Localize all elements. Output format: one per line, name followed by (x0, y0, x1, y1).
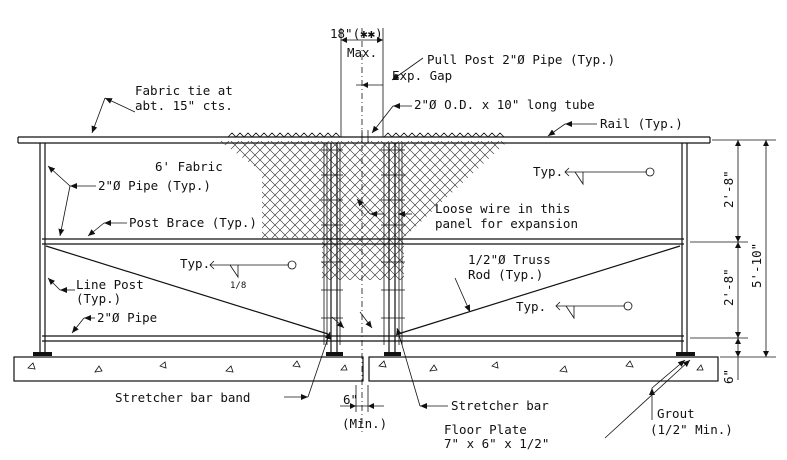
label-six-in: 6" (343, 392, 358, 407)
label-post-brace: Post Brace (Typ.) (129, 215, 257, 230)
weld-symbol-mid-left (209, 260, 297, 279)
label-typ-top-right: Typ. (533, 164, 563, 179)
label-fabric-tie-1: Fabric tie at (135, 83, 233, 98)
line-post-right (681, 143, 688, 352)
stretcher-bar-bands (321, 149, 405, 319)
pull-post-right (383, 143, 403, 352)
dim-mid-2ft8: 2'-8" (721, 268, 736, 306)
label-floor-plate-2: 7" x 6" x 1/2" (444, 436, 549, 451)
leader-lines (47, 57, 691, 439)
dim-bottom-6in: 6" (721, 369, 736, 384)
line-post-left (39, 143, 46, 352)
concrete-slab-right (368, 356, 719, 382)
label-typ-bottom-right: Typ. (516, 299, 546, 314)
label-max: Max. (347, 45, 377, 60)
dim-top-2ft8: 2'-8" (721, 170, 736, 208)
concrete-slab-left (13, 356, 364, 382)
label-stretcher-bar: Stretcher bar (451, 398, 549, 413)
label-exp-gap: Exp. Gap (392, 68, 452, 83)
label-floor-plate-1: Floor Plate (444, 422, 527, 437)
label-rail: Rail (Typ.) (600, 116, 683, 131)
label-truss-rod-2: Rod (Typ.) (468, 267, 543, 282)
pull-post-left (323, 143, 341, 352)
label-pipe-typ: 2"Ø Pipe (Typ.) (98, 178, 211, 193)
top-rail (17, 130, 711, 144)
weld-symbol-top-right (564, 167, 655, 186)
floor-plates (33, 352, 695, 356)
fabric-barbs (227, 132, 505, 138)
dim-total-5ft10: 5'-10" (749, 243, 764, 288)
bottom-rail (42, 335, 684, 342)
label-fabric: 6' Fabric (155, 159, 223, 174)
label-max-width: 18"(✱✱) (330, 26, 383, 41)
label-grout-2: (1/2" Min.) (650, 422, 733, 437)
truss-rod-left (45, 245, 329, 335)
chain-link-fabric-right (384, 141, 508, 280)
label-typ-mid-left: Typ. (180, 256, 210, 271)
label-pipe: 2"Ø Pipe (97, 310, 157, 325)
truss-rod-right (397, 245, 681, 335)
label-stretcher-bar-band: Stretcher bar band (115, 390, 250, 405)
label-pull-post: Pull Post 2"Ø Pipe (Typ.) (427, 52, 615, 67)
post-brace-rail (42, 238, 684, 245)
label-grout-1: Grout (657, 406, 695, 421)
label-truss-rod-1: 1/2"Ø Truss (468, 252, 551, 267)
label-line-post-1: Line Post (76, 277, 144, 292)
weld-symbol-bottom-right (555, 301, 633, 320)
label-loose-wire-2: panel for expansion (435, 216, 578, 231)
label-weld-fraction: 1/8 (230, 281, 246, 291)
label-fabric-tie-2: abt. 15" cts. (135, 98, 233, 113)
label-line-post-2: (Typ.) (76, 291, 121, 306)
label-loose-wire-1: Loose wire in this (435, 201, 570, 216)
label-tube: 2"Ø O.D. x 10" long tube (414, 97, 595, 112)
chain-link-fabric-left (220, 141, 340, 280)
label-min: (Min.) (342, 416, 387, 431)
height-dims (690, 139, 776, 380)
